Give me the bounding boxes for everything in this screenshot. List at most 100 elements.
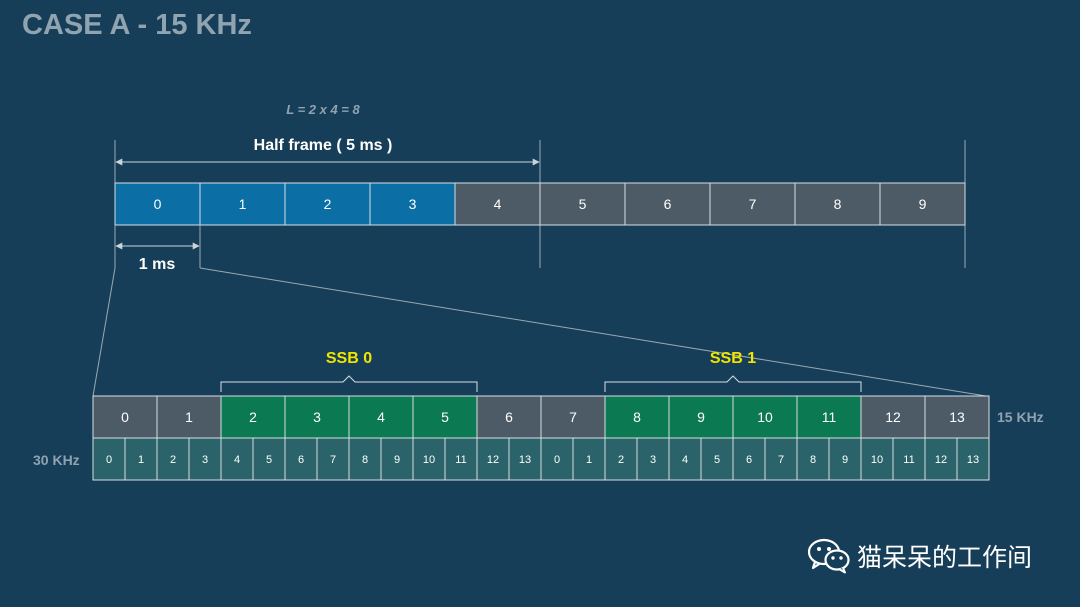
symbol-30khz-0-label: 0 — [106, 454, 112, 466]
symbol-30khz-9: 9 — [380, 437, 414, 481]
zoom-line-right — [199, 267, 987, 397]
symbol-30khz-15-label: 1 — [586, 454, 592, 466]
symbol-30khz-6-label: 6 — [298, 454, 304, 466]
ssb-braces: SSB 0 SSB 1 — [220, 350, 862, 392]
symbol-30khz-25-label: 11 — [903, 454, 914, 466]
symbol-15khz-8: 8 — [604, 395, 670, 439]
zoom-line-left — [92, 267, 116, 397]
symbol-30khz-20: 6 — [732, 437, 766, 481]
symbol-15khz-5-label: 5 — [441, 409, 449, 425]
symbol-15khz-4-label: 4 — [377, 409, 385, 425]
symbol-15khz-1: 1 — [156, 395, 222, 439]
symbol-30khz-22-box — [796, 437, 830, 481]
symbol-30khz-17-box — [636, 437, 670, 481]
symbol-30khz-12-box — [476, 437, 510, 481]
symbol-30khz-24-label: 10 — [871, 454, 883, 466]
symbol-30khz-8: 8 — [348, 437, 382, 481]
label-30khz: 30 KHz — [33, 452, 80, 468]
symbol-30khz-11-label: 11 — [455, 454, 466, 466]
symbol-15khz-9: 9 — [668, 395, 734, 439]
symbol-30khz-3: 3 — [188, 437, 222, 481]
symbol-30khz-16-box — [604, 437, 638, 481]
symbol-15khz-13-label: 13 — [949, 409, 965, 425]
symbol-30khz-27-label: 13 — [967, 454, 979, 466]
symbol-30khz-2-box — [156, 437, 190, 481]
symbol-30khz-3-box — [188, 437, 222, 481]
symbol-15khz-7-label: 7 — [569, 409, 577, 425]
subframe-8-box — [794, 182, 881, 226]
subframe-9: 9 — [879, 182, 966, 226]
symbol-30khz-22: 8 — [796, 437, 830, 481]
subframe-6-label: 6 — [664, 196, 672, 212]
symbol-30khz-12-label: 12 — [487, 454, 499, 466]
label-15khz: 15 KHz — [997, 409, 1044, 425]
ssb-brace-0 — [220, 375, 478, 392]
l-formula: L = 2 x 4 = 8 — [286, 102, 360, 117]
symbol-15khz-3-label: 3 — [313, 409, 321, 425]
symbol-30khz-13-label: 13 — [519, 454, 531, 466]
subframe-4: 4 — [454, 182, 541, 226]
symbol-30khz-17-label: 3 — [650, 454, 656, 466]
symbol-30khz-1: 1 — [124, 437, 158, 481]
symbol-15khz-0-label: 0 — [121, 409, 129, 425]
subframe-0-box — [114, 182, 201, 226]
symbol-30khz-5-box — [252, 437, 286, 481]
subframe-3-label: 3 — [409, 196, 417, 212]
symbol-30khz-26: 12 — [924, 437, 958, 481]
subframe-8: 8 — [794, 182, 881, 226]
symbol-30khz-19: 5 — [700, 437, 734, 481]
symbol-30khz-4: 4 — [220, 437, 254, 481]
subframe-5: 5 — [539, 182, 626, 226]
symbol-15khz-4-box — [348, 395, 414, 439]
ssb-label-1: SSB 1 — [710, 350, 756, 367]
symbol-30khz-7: 7 — [316, 437, 350, 481]
symbol-15khz-8-label: 8 — [633, 409, 641, 425]
symbol-30khz-3-label: 3 — [202, 454, 208, 466]
subframe-5-label: 5 — [579, 196, 587, 212]
watermark-text: 猫呆呆的工作间 — [857, 543, 1033, 572]
subframe-3: 3 — [369, 182, 456, 226]
ssb-label-0: SSB 0 — [326, 350, 372, 367]
symbol-15khz-3: 3 — [284, 395, 350, 439]
symbol-15khz-9-label: 9 — [697, 409, 705, 425]
symbol-30khz-0-box — [92, 437, 126, 481]
watermark: 猫呆呆的工作间 — [807, 538, 1032, 574]
symbol-30khz-8-label: 8 — [362, 454, 368, 466]
symbol-15khz-2-label: 2 — [249, 409, 257, 425]
symbol-30khz-9-label: 9 — [394, 454, 400, 466]
symbol-30khz-4-box — [220, 437, 254, 481]
symbol-30khz-17: 3 — [636, 437, 670, 481]
symbol-30khz-19-label: 5 — [714, 454, 720, 466]
symbol-15khz-5-box — [412, 395, 478, 439]
symbol-30khz-14-box — [540, 437, 574, 481]
symbol-30khz-21-box — [764, 437, 798, 481]
symbol-30khz-26-box — [924, 437, 958, 481]
symbol-30khz-1-box — [124, 437, 158, 481]
symbol-30khz-4-label: 4 — [234, 454, 240, 466]
symbol-15khz-7-box — [540, 395, 606, 439]
symbol-15khz-9-box — [668, 395, 734, 439]
subframe-2-box — [284, 182, 371, 226]
symbol-15khz-3-box — [284, 395, 350, 439]
symbol-15khz-13-box — [924, 395, 990, 439]
subframe-8-label: 8 — [834, 196, 842, 212]
symbol-15khz-2-box — [220, 395, 286, 439]
symbol-30khz-14-label: 0 — [554, 454, 560, 466]
symbol-30khz-23: 9 — [828, 437, 862, 481]
symbol-30khz-24: 10 — [860, 437, 894, 481]
symbol-15khz-1-label: 1 — [185, 409, 193, 425]
symbol-30khz-27-box — [956, 437, 990, 481]
symbol-30khz-13: 13 — [508, 437, 542, 481]
symbol-30khz-21-label: 7 — [778, 454, 784, 466]
symbol-30khz-8-box — [348, 437, 382, 481]
symbol-30khz-27: 13 — [956, 437, 990, 481]
ssb-brace-1 — [604, 375, 862, 392]
half-frame-label: Half frame ( 5 ms ) — [254, 137, 393, 154]
symbol-30khz-15-box — [572, 437, 606, 481]
symbol-30khz-21: 7 — [764, 437, 798, 481]
symbol-15khz-5: 5 — [412, 395, 478, 439]
subframe-1-label: 1 — [239, 196, 247, 212]
symbol-15khz-6-label: 6 — [505, 409, 513, 425]
symbol-15khz-2: 2 — [220, 395, 286, 439]
